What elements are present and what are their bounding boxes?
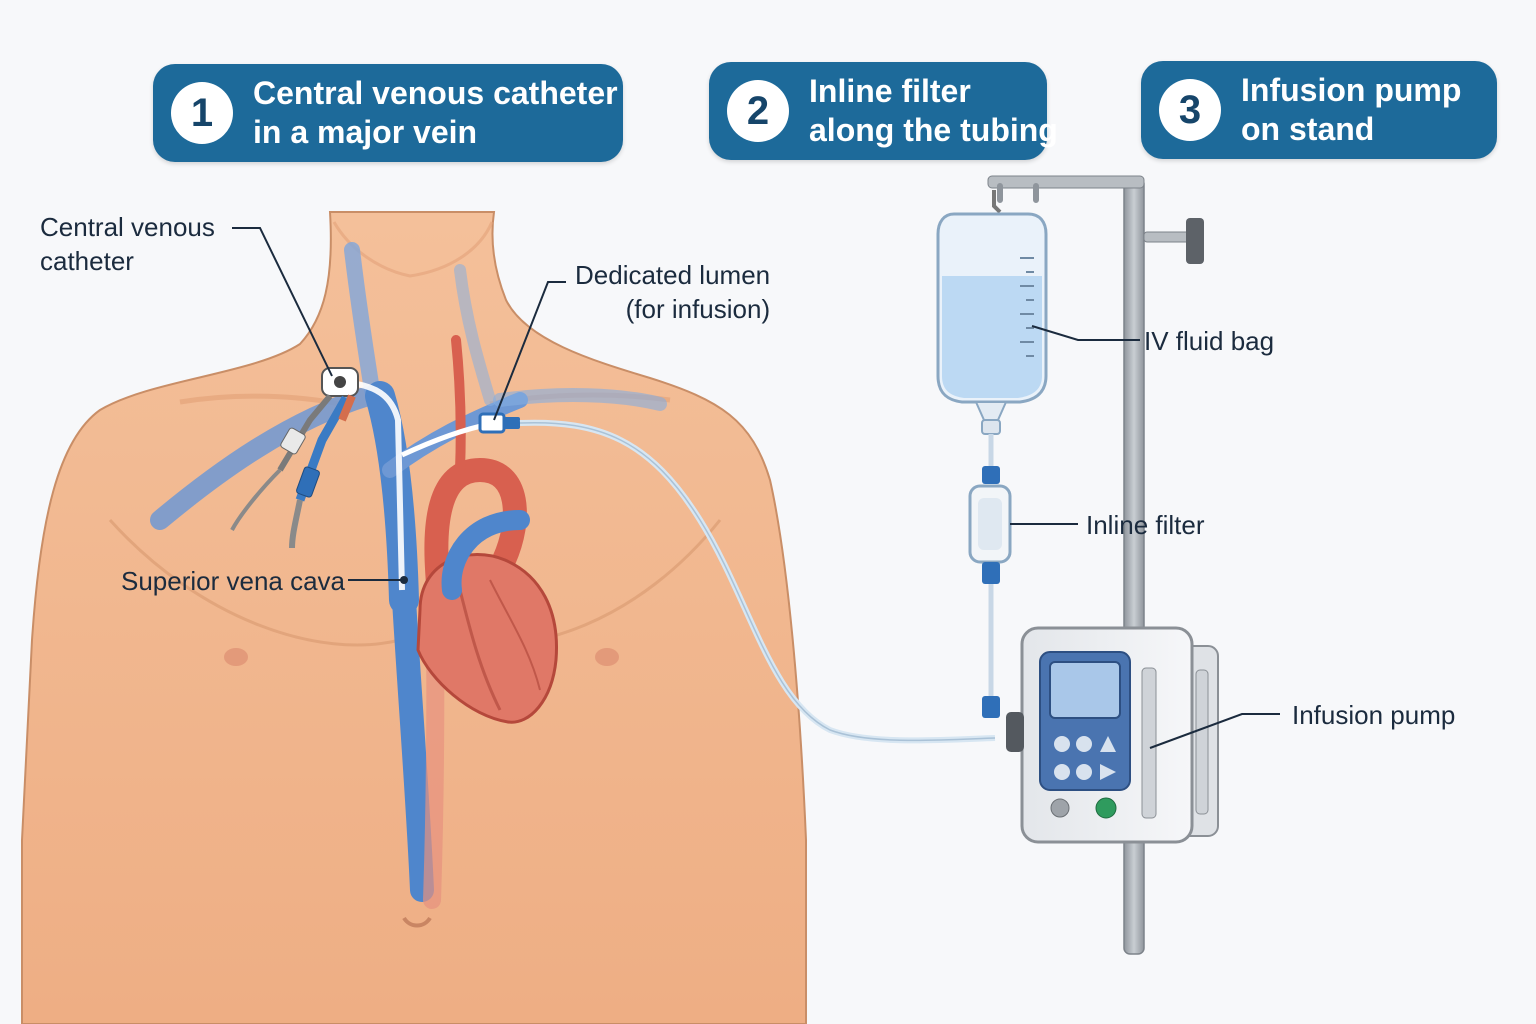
filter-membrane	[978, 498, 1002, 550]
step-banner-2: 2 Inline filter along the tubing	[709, 62, 1058, 160]
bag-scale	[1020, 257, 1034, 357]
step-3-line-2: on stand	[1241, 111, 1375, 147]
pulmonary-vessel	[441, 510, 530, 600]
bag-fluid	[942, 276, 1042, 398]
pump-key-4	[1076, 764, 1092, 780]
pump-key-play	[1100, 764, 1116, 780]
lumen-connector	[478, 412, 506, 434]
pump-stop-button	[1050, 798, 1070, 818]
label-infusion-pump: Infusion pump	[1292, 700, 1456, 730]
catheter-limb-3	[338, 394, 356, 422]
pump-key-2	[1076, 736, 1092, 752]
brachiocephalic-vein	[382, 392, 528, 478]
bag-port	[981, 419, 1001, 435]
pole-knob	[1186, 218, 1204, 264]
step-2-line-2: along the tubing	[809, 112, 1058, 148]
step-2-line-1: Inline filter	[809, 73, 971, 109]
pump-key-3	[1054, 764, 1070, 780]
left-nipple	[224, 648, 248, 666]
step-1-line-2: in a major vein	[253, 114, 478, 150]
pole-hook	[997, 183, 1039, 203]
step-3-line-1: Infusion pump	[1241, 72, 1462, 108]
label-iv-fluid-bag: IV fluid bag	[1144, 326, 1275, 356]
catheter-tail-1	[230, 468, 282, 531]
catheter-limb-1	[277, 394, 333, 472]
label-inline-filter: Inline filter	[1086, 510, 1205, 540]
jugular-vein	[344, 242, 380, 398]
step-text-1: Central venous catheter in a major vein	[253, 74, 618, 152]
clamp-gray	[280, 427, 306, 455]
iv-bag-icon	[936, 190, 1048, 435]
step-1-line-1: Central venous catheter	[253, 75, 618, 111]
lumen-connector-cap	[504, 417, 520, 429]
step-number-1: 1	[171, 82, 233, 144]
step-number-2: 2	[727, 80, 789, 142]
heart-detail-2	[489, 579, 541, 691]
leader-cvc	[232, 227, 333, 377]
pump-door-knob	[1006, 712, 1024, 752]
pump-key-1	[1054, 736, 1070, 752]
pump-inlet-connector	[982, 696, 1000, 718]
step-text-2: Inline filter along the tubing	[809, 72, 1058, 150]
pole-side-bar	[1143, 231, 1191, 243]
bag-hanger	[992, 190, 1002, 214]
bag-neck	[974, 401, 1008, 421]
label-dedicated-lumen: Dedicated lumen (for infusion)	[575, 258, 770, 326]
label-superior-vena-cava: Superior vena cava	[121, 566, 346, 596]
filter-icon	[968, 484, 1012, 584]
pump-icon	[1006, 626, 1219, 844]
pump-slot-2	[1195, 669, 1209, 815]
label-cvc-line-2: catheter	[40, 246, 134, 276]
right-nipple	[595, 648, 619, 666]
leader-bag	[1031, 325, 1140, 341]
step-banner-3: 3 Infusion pump on stand	[1141, 61, 1497, 159]
leader-svc-dot	[400, 576, 408, 584]
label-central-venous-catheter: Central venous catheter	[40, 210, 215, 278]
catheter-hub-port	[334, 376, 346, 388]
step-number-3: 3	[1159, 79, 1221, 141]
pole-top-bar	[987, 175, 1145, 189]
heart	[416, 510, 559, 724]
label-lumen-line-1: Dedicated lumen	[575, 260, 771, 290]
pump-key-up	[1100, 736, 1116, 752]
navel	[402, 916, 432, 928]
iv-tubing-outline	[519, 421, 996, 742]
heart-detail-1	[458, 589, 502, 711]
leader-pump	[1149, 713, 1280, 749]
right-subclavian-vein	[493, 388, 667, 411]
carotid-artery	[451, 335, 466, 475]
clamp-blue	[296, 466, 320, 498]
drip-connector	[982, 466, 1000, 484]
catheter-icon	[230, 367, 520, 591]
filter-outlet	[982, 562, 1000, 584]
step-text-3: Infusion pump on stand	[1241, 71, 1461, 149]
pump-power-button	[1095, 797, 1117, 819]
leader-lumen	[493, 281, 566, 421]
left-pectoral-line	[108, 518, 401, 647]
label-cvc-line-1: Central venous	[40, 212, 215, 242]
leader-lines	[232, 227, 1280, 749]
right-jugular-vein	[454, 264, 496, 406]
label-lumen-line-2: (for infusion)	[625, 294, 771, 324]
step-banner-1: 1 Central venous catheter in a major vei…	[153, 64, 623, 162]
pump-slot-1	[1141, 667, 1157, 819]
pump-screen	[1049, 661, 1121, 719]
inferior-vein-trunk	[392, 588, 434, 902]
catheter-tail-2	[289, 499, 303, 549]
